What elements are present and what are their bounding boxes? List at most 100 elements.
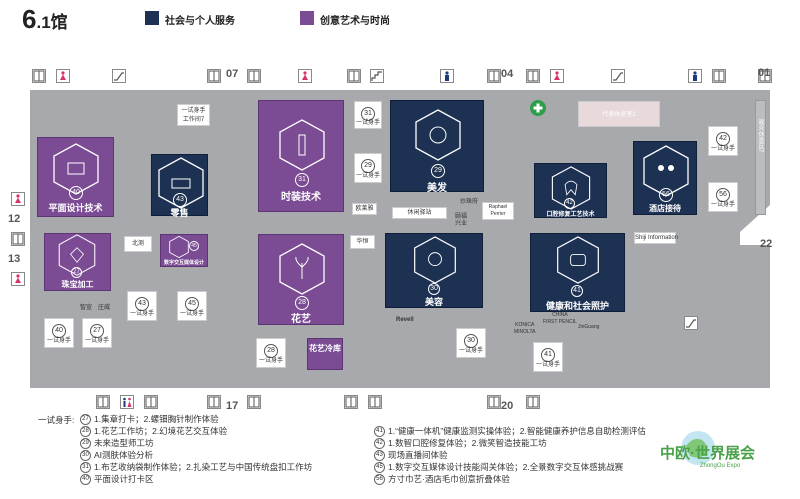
booth-label: 时装技术	[281, 192, 321, 203]
hexagon-icon	[415, 109, 461, 161]
stairs-icon	[370, 69, 384, 83]
elevator-icon	[344, 395, 358, 409]
booth-number: 27	[71, 267, 82, 278]
door-22: 22	[760, 238, 773, 250]
female-restroom-icon	[56, 69, 70, 83]
booth-beauty[interactable]: 30 美容	[385, 233, 483, 308]
hall-number: 6	[22, 4, 37, 34]
hexagon-icon	[169, 236, 189, 258]
door-12: 12	[8, 213, 21, 225]
hexagon-icon	[551, 166, 591, 210]
female-restroom-icon	[11, 192, 25, 206]
booth-number: 43	[173, 193, 187, 207]
booth-hairdressing[interactable]: 29 美发	[390, 100, 484, 194]
booth-flower-cold-storage[interactable]: 花艺冷库	[307, 338, 343, 370]
tag-shiji: Shiji Information	[634, 232, 678, 244]
accessible-restroom-icon	[120, 395, 134, 409]
booth-health[interactable]: 41 健康和社会照护	[530, 233, 625, 312]
elevator-icon	[247, 69, 261, 83]
booth-retail[interactable]: 43 零售	[151, 154, 208, 218]
tag-europe: 欧莱雅	[352, 203, 377, 215]
booth-flat-design[interactable]: 40 平面设计技术	[37, 137, 114, 217]
booth-label: 健康和社会照护	[545, 301, 609, 311]
booth-number: 40	[69, 186, 83, 200]
booth-label: 美发	[427, 183, 447, 194]
booth-fashion-tech[interactable]: 31 时装技术	[258, 100, 344, 212]
elevator-icon	[32, 69, 46, 83]
booth-jewelry[interactable]: 27 珠宝加工	[44, 233, 111, 291]
legend-label-creative: 创意艺术与时尚	[320, 16, 390, 27]
booth-number: 28	[295, 296, 309, 310]
expo-logo: 中欧·世界展会 ZhongOu Expo	[660, 431, 780, 469]
tag-raphael: Raphael Perrier	[482, 202, 514, 220]
door-13: 13	[8, 253, 21, 265]
escalator-icon	[684, 316, 698, 330]
female-restroom-icon	[11, 272, 25, 286]
booth-media-interaction[interactable]: 45 数字交互媒体设计	[160, 234, 208, 267]
tag-rest-station: 休闲驿站	[392, 207, 447, 219]
tag-china-pencil: CHINA FIRST PENCIL	[543, 312, 577, 325]
elevator-icon	[247, 395, 261, 409]
elevator-icon	[487, 395, 501, 409]
legend-swatch-creative	[300, 11, 314, 25]
door-07: 07	[226, 68, 239, 80]
booth-label: 数字交互媒体设计	[163, 260, 204, 266]
door-01: 01	[758, 67, 771, 79]
booth-label: 酒店接待	[649, 204, 681, 213]
elevator-icon	[526, 69, 540, 83]
tag-konica: KONICA MINOLTA	[514, 322, 536, 335]
legend-label-social: 社会与个人服务	[165, 16, 235, 27]
elevator-icon	[207, 69, 221, 83]
male-restroom-icon	[688, 69, 702, 83]
booth-label: 平面设计技术	[48, 203, 103, 213]
booth-number: 41	[571, 285, 583, 297]
booth-floristry[interactable]: 28 花艺	[258, 234, 344, 325]
booth-dental[interactable]: 42 口腔修复工艺技术	[534, 163, 607, 218]
booth-label: 零售	[170, 208, 189, 218]
booth-hotel[interactable]: 56 酒店接待	[633, 141, 697, 215]
hexagon-icon	[158, 157, 204, 209]
first-aid-icon	[530, 100, 546, 116]
tag-sparkling: 炒珠府	[460, 199, 479, 205]
tag-brand: Revell	[396, 317, 414, 323]
tag-zhuangwei: 庄威	[98, 305, 111, 311]
booth-label: 珠宝加工	[61, 280, 94, 289]
elevator-icon	[96, 395, 110, 409]
notes-prefix: 一试身手:	[38, 415, 75, 425]
elevator-icon	[368, 395, 382, 409]
booth-number: 45	[189, 241, 199, 251]
elevator-icon	[11, 232, 25, 246]
elevator-icon	[207, 395, 221, 409]
elevator-icon	[347, 69, 361, 83]
booth-number: 31	[295, 173, 309, 187]
tag-representative-rest: 代表休息室2	[578, 101, 660, 127]
logo-main: 中欧·世界展会	[660, 445, 755, 462]
booth-number: 29	[431, 164, 445, 178]
hexagon-icon	[557, 236, 599, 284]
elevator-icon	[487, 69, 501, 83]
hall-suffix: .1馆	[36, 13, 68, 32]
